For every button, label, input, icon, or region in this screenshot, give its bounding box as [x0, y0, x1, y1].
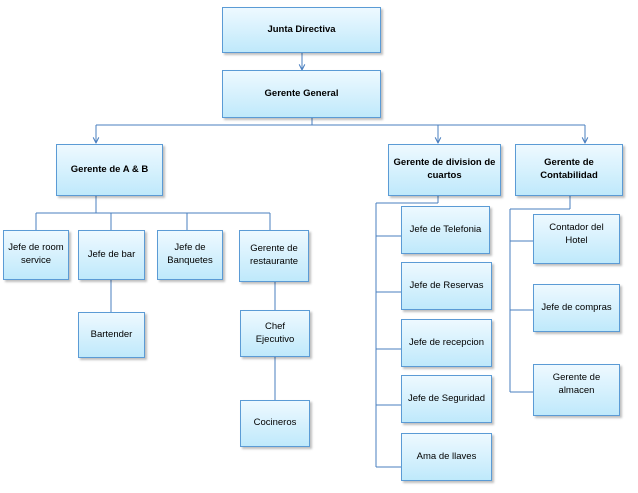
node-gerente-contabilidad: Gerente de Contabilidad [515, 144, 623, 196]
node-bartender: Bartender [78, 312, 145, 358]
node-jefe-reservas: Jefe de Reservas [401, 262, 492, 310]
node-jefe-compras: Jefe de compras [533, 284, 620, 332]
node-ama-de-llaves: Ama de llaves [401, 433, 492, 481]
node-jefe-banquetes: Jefe de Banquetes [157, 230, 223, 280]
node-jefe-bar: Jefe de bar [78, 230, 145, 280]
node-jefe-recepcion: Jefe de recepcion [401, 319, 492, 367]
node-gerente-general: Gerente General [222, 70, 381, 118]
node-gerente-ab: Gerente de A & B [56, 144, 163, 196]
node-chef-ejecutivo: Chef Ejecutivo [240, 310, 310, 357]
node-gerente-division-cuartos: Gerente de division de cuartos [388, 144, 501, 196]
node-gerente-almacen: Gerente de almacen [533, 364, 620, 416]
node-jefe-seguridad: Jefe de Seguridad [401, 375, 492, 423]
node-jefe-telefonia: Jefe de Telefonia [401, 206, 490, 254]
node-gerente-restaurante: Gerente de restaurante [239, 230, 309, 282]
node-contador-hotel: Contador del Hotel [533, 214, 620, 264]
node-cocineros: Cocineros [240, 400, 310, 447]
node-junta-directiva: Junta Directiva [222, 7, 381, 53]
node-jefe-room-service: Jefe de room service [3, 230, 69, 280]
